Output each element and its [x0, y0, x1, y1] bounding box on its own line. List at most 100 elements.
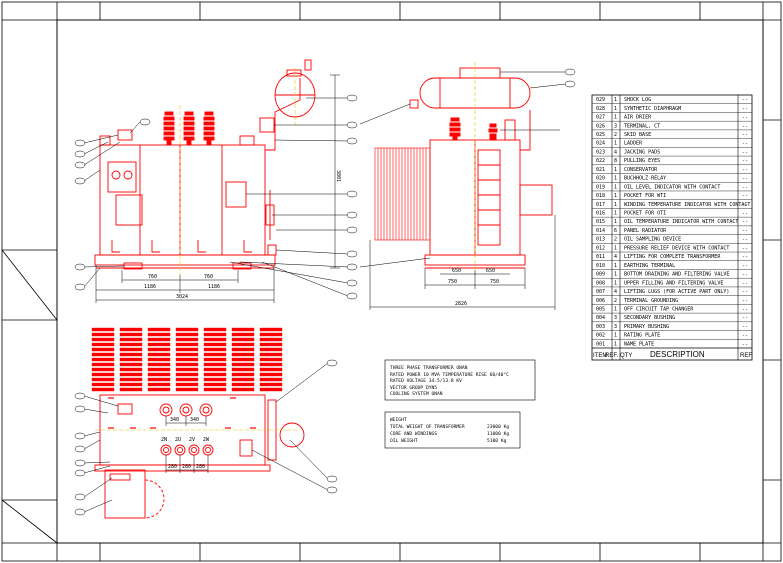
bom-qty: 2 — [614, 237, 617, 243]
weight-title: WEIGHT — [390, 417, 407, 423]
bom-ref: 010 — [596, 263, 605, 269]
top-view: 340 340 2N 2U 2V 2W 280 280 280 — [91, 327, 305, 519]
bom-ref: 002 — [596, 333, 605, 339]
weight-label-total: TOTAL WEIGHT OF TRANSFORMER — [390, 424, 465, 430]
bom-r: -- — [742, 306, 748, 312]
bom-qty: 1 — [614, 167, 617, 173]
bom-r: -- — [742, 333, 748, 339]
bom-qty: 1 — [614, 141, 617, 147]
border-ticks — [99, 2, 781, 561]
terminal-2v: 2V — [189, 437, 195, 443]
bom-desc: OIL TEMPERATURE INDICATOR WITH CONTACT — [624, 219, 738, 225]
bom-qty: 1 — [614, 263, 617, 269]
bom-ref: 009 — [596, 272, 605, 278]
bom-r: -- — [742, 115, 748, 121]
top-radiators — [91, 327, 283, 392]
bom-qty: 2 — [614, 132, 617, 138]
bom-qty: 8 — [614, 158, 617, 164]
terminal-2w: 2W — [203, 437, 210, 443]
note-line-2: RATED POWER 10 MVA TEMPERATURE RISE 60/4… — [390, 372, 509, 378]
bom-r: -- — [742, 263, 748, 269]
bom-desc: SHOCK LOG — [624, 97, 651, 103]
bom-ref: 016 — [596, 211, 605, 217]
front-view: 3801 760 760 1186 1186 3024 — [94, 59, 341, 303]
side-bushings — [449, 117, 498, 141]
bom-header-qty: QTY — [620, 353, 632, 359]
bom-desc: JACKING PADS — [624, 149, 660, 155]
bom-qty: 4 — [614, 254, 617, 260]
bom-qty: 1 — [614, 202, 617, 208]
bom-desc: WINDING TEMPERATURE INDICATOR WITH CONTA… — [624, 202, 750, 208]
bom-qty: 1 — [614, 106, 617, 112]
dim-side-c: 750 — [448, 279, 457, 285]
bom-qty: 4 — [614, 289, 617, 295]
bom-r: -- — [742, 211, 748, 217]
bom-r: -- — [742, 237, 748, 243]
bom-desc: PRESSURE RELIEF DEVICE WITH CONTACT — [624, 245, 729, 251]
bom-ref: 018 — [596, 193, 605, 199]
bom-ref: 008 — [596, 280, 605, 286]
bom-ref: 006 — [596, 298, 605, 304]
bom-desc: NAME PLATE — [624, 341, 654, 347]
dim-front-overall: 3024 — [176, 294, 188, 300]
dim-top-b: 340 — [190, 417, 199, 423]
bom-desc: BUCHHOLZ RELAY — [624, 176, 666, 182]
bom-qty: 2 — [614, 298, 617, 304]
bom-desc: SYNTHETIC DIAPHRAGM — [624, 106, 681, 112]
bom-r: -- — [742, 167, 748, 173]
bom-qty: 3 — [614, 324, 617, 330]
bom-header-ref2: REF. — [740, 353, 753, 359]
bom-r: -- — [742, 149, 748, 155]
dim-top-d: 280 — [182, 464, 191, 470]
bom-ref: 005 — [596, 306, 605, 312]
note-line-4: VECTOR GROUP DYN5 — [390, 385, 437, 391]
bom-r: -- — [742, 193, 748, 199]
bom-ref: 019 — [596, 184, 605, 190]
bom-ref: 024 — [596, 141, 605, 147]
bom-qty: 3 — [614, 123, 617, 129]
bom-ref: 022 — [596, 158, 605, 164]
bom-r: -- — [742, 315, 748, 321]
bom-qty: 1 — [614, 280, 617, 286]
bom-r: -- — [742, 289, 748, 295]
weight-value-oil: 5100 Kg — [487, 438, 507, 444]
side-radiator — [374, 147, 431, 241]
bom-desc: PULLING EYES — [624, 158, 660, 164]
bom-desc: OFF CIRCUIT TAP CHANGER — [624, 306, 694, 312]
note-line-3: RATED VOLTAGE 34.5/13.8 KV — [390, 378, 462, 384]
bom-desc: SECONDARY BUSHING — [624, 315, 675, 321]
bom-r: -- — [742, 324, 748, 330]
bom-desc: OIL LEVEL INDICATOR WITH CONTACT — [624, 184, 720, 190]
bom-qty: 1 — [614, 245, 617, 251]
bom-r: -- — [742, 298, 748, 304]
bom-ref: 023 — [596, 149, 605, 155]
bom-r: -- — [742, 158, 748, 164]
weight-value-core: 11000 Kg — [487, 431, 509, 437]
bom-desc: EARTHING TERMINAL — [624, 263, 675, 269]
dim-front-half-left: 760 — [148, 274, 157, 280]
bom-header-description: DESCRIPTION — [650, 350, 705, 359]
bom-ref: 025 — [596, 132, 605, 138]
bom-r: -- — [742, 280, 748, 286]
bom-desc: RATING PLATE — [624, 333, 660, 339]
bom-ref: 011 — [596, 254, 605, 260]
note-line-1: THREE PHASE TRANSFORMER ONAN — [390, 365, 468, 371]
bom-desc: OIL SAMPLING DEVICE — [624, 237, 681, 243]
bom-qty: 1 — [614, 184, 617, 190]
bom-ref: 004 — [596, 315, 605, 321]
bom-ref: 026 — [596, 123, 605, 129]
bom-ref: 020 — [596, 176, 605, 182]
dim-front-half-right: 760 — [204, 274, 213, 280]
bom-qty: 1 — [614, 306, 617, 312]
bom-r: -- — [742, 272, 748, 278]
front-leader-tags — [74, 94, 358, 300]
bom-qty: 1 — [614, 176, 617, 182]
dim-front-height: 3801 — [335, 170, 341, 182]
dim-front-inner-right: 1186 — [208, 284, 220, 290]
bom-ref: 017 — [596, 202, 605, 208]
bom-r: -- — [742, 123, 748, 129]
primary-bushings — [99, 111, 255, 146]
dim-top-c: 280 — [168, 464, 177, 470]
dim-top-e: 280 — [196, 464, 205, 470]
